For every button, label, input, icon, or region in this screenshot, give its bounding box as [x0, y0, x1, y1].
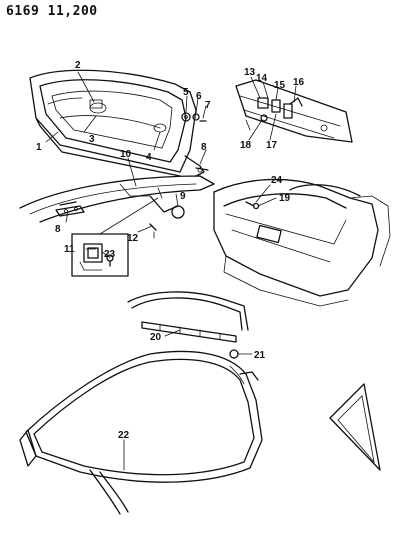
callout-24: 24 [271, 175, 283, 186]
callout-5: 5 [183, 87, 189, 98]
lid-fasteners [181, 112, 207, 122]
weatherstrip-upper [127, 291, 249, 359]
callout-9: 9 [180, 191, 186, 202]
callout-11: 11 [64, 244, 75, 255]
quarter-window [329, 383, 381, 471]
callout-15: 15 [274, 80, 286, 91]
callout-labels: 2 3 1 4 5 6 7 8 9 10 8 12 11 23 13 14 15… [36, 60, 305, 441]
callout-10: 10 [120, 149, 132, 160]
callout-7: 7 [205, 100, 211, 111]
opening-seal [19, 350, 263, 515]
car-rear-body [213, 178, 391, 307]
callout-23: 23 [104, 249, 116, 260]
deck-lid [29, 69, 197, 177]
callout-17: 17 [266, 140, 278, 151]
callout-21: 21 [254, 350, 266, 361]
callout-12: 12 [127, 233, 139, 244]
latch-inset [71, 233, 129, 277]
inset-leader [99, 197, 159, 235]
callout-18: 18 [240, 140, 252, 151]
leader-lines [45, 71, 297, 471]
deck-opening [19, 175, 215, 239]
callout-20: 20 [150, 332, 162, 343]
callout-6: 6 [196, 91, 202, 102]
callout-16: 16 [293, 77, 305, 88]
callout-8b: 8 [55, 224, 61, 235]
hinge-right [184, 155, 209, 177]
callout-2: 2 [75, 60, 81, 71]
callout-3: 3 [89, 134, 95, 145]
callout-19: 19 [279, 193, 291, 204]
callout-8: 8 [201, 142, 207, 153]
callout-1: 1 [36, 142, 42, 153]
callout-22: 22 [118, 430, 130, 441]
diagram-code: 6169 11,200 [6, 4, 98, 19]
rear-panel-detail [235, 79, 353, 143]
callout-13: 13 [244, 67, 256, 78]
callout-14: 14 [256, 73, 268, 84]
callout-4: 4 [146, 152, 152, 163]
